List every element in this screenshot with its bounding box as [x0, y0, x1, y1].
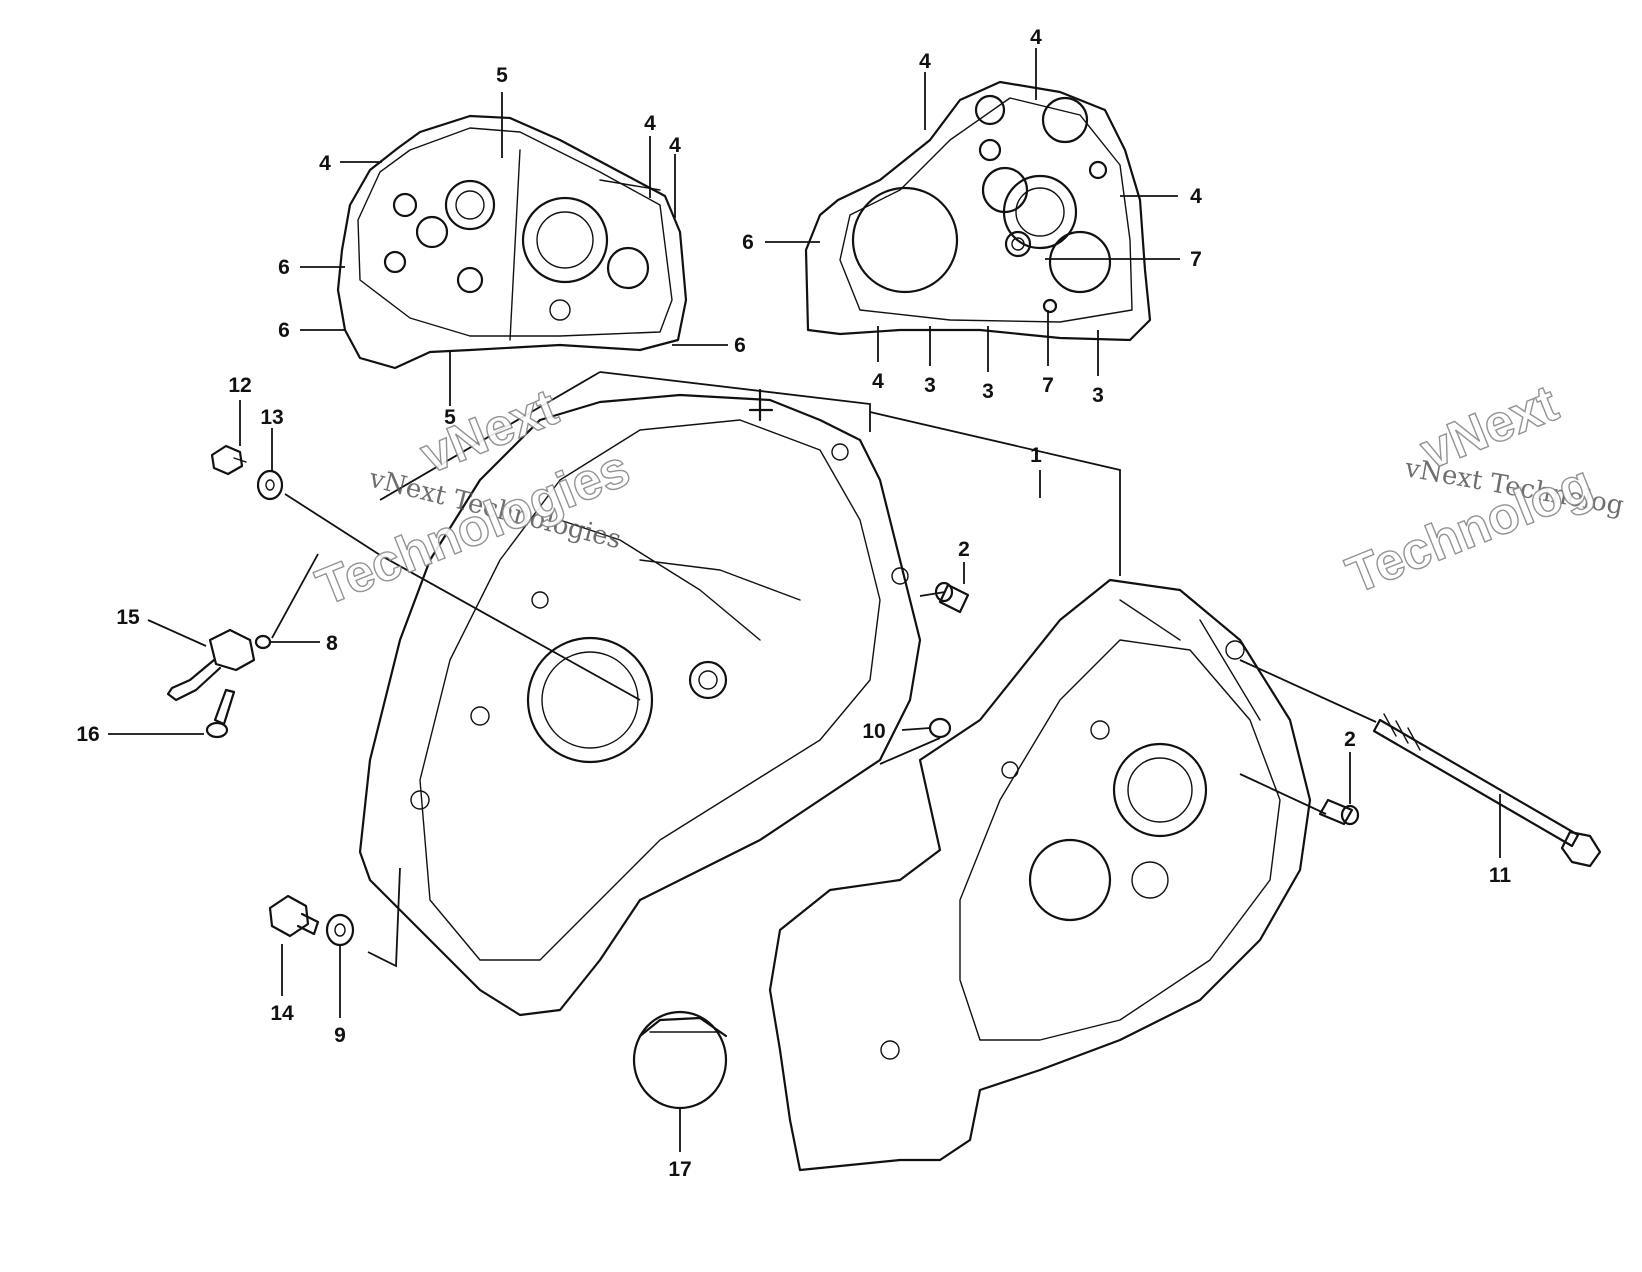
callout-5: 5	[496, 64, 508, 87]
callout-17: 17	[668, 1158, 691, 1181]
callout-7: 7	[1042, 374, 1054, 397]
callout-10: 10	[862, 720, 885, 743]
callout-5: 5	[444, 406, 456, 429]
callout-3: 3	[924, 374, 936, 397]
callout-4: 4	[644, 112, 656, 135]
bolt-12	[210, 444, 247, 476]
dowel-pin-2-lower	[1318, 798, 1360, 826]
callout-9: 9	[334, 1024, 346, 1047]
washer-9	[325, 913, 355, 947]
callout-7: 7	[1190, 248, 1202, 271]
callout-13: 13	[260, 406, 283, 429]
right-crankcase-half	[768, 578, 1312, 1172]
watermark-right-big-line1: vNext	[1413, 374, 1566, 481]
o-ring-8	[254, 634, 272, 650]
callout-11: 11	[1489, 864, 1512, 887]
callout-4: 4	[919, 50, 931, 73]
joint-15	[166, 628, 256, 702]
callout-4: 4	[872, 370, 884, 393]
drain-bolt-14	[268, 894, 320, 938]
dowel-pin-2-upper	[934, 581, 970, 614]
callout-2: 2	[1344, 728, 1356, 751]
washer-13	[256, 469, 284, 501]
callout-1: 1	[1030, 444, 1042, 467]
leader-lines	[108, 48, 1501, 1152]
callout-6: 6	[734, 334, 746, 357]
watermark-right: vNext Technolog vNext Technolog	[1338, 374, 1626, 606]
callout-14: 14	[270, 1002, 294, 1025]
left-cover-gasket	[336, 114, 688, 370]
callout-labels: 5 4 4 4 6 6 6 5 4 4 4 6 7 4 3 3 7 3 1 2 …	[76, 26, 1511, 1181]
long-bolt-11	[1372, 713, 1602, 868]
callout-8: 8	[326, 632, 338, 655]
callout-3: 3	[982, 380, 994, 403]
watermark-left: vNext Technologies vNext Technologies	[308, 378, 638, 618]
callout-4: 4	[669, 134, 681, 157]
right-cover-gasket	[804, 80, 1152, 342]
callout-12: 12	[228, 374, 251, 397]
callout-6: 6	[742, 231, 754, 254]
callout-6: 6	[278, 319, 290, 342]
left-crankcase-half	[358, 388, 922, 1017]
callout-16: 16	[76, 723, 99, 746]
callout-4: 4	[1030, 26, 1042, 49]
cap-17	[632, 1010, 728, 1110]
callout-6: 6	[278, 256, 290, 279]
callout-2: 2	[958, 538, 970, 561]
callout-15: 15	[116, 606, 140, 629]
callout-4: 4	[1190, 185, 1202, 208]
bolt-16	[205, 688, 236, 739]
o-ring-10	[928, 717, 952, 739]
callout-3: 3	[1092, 384, 1104, 407]
callout-4: 4	[319, 152, 331, 175]
